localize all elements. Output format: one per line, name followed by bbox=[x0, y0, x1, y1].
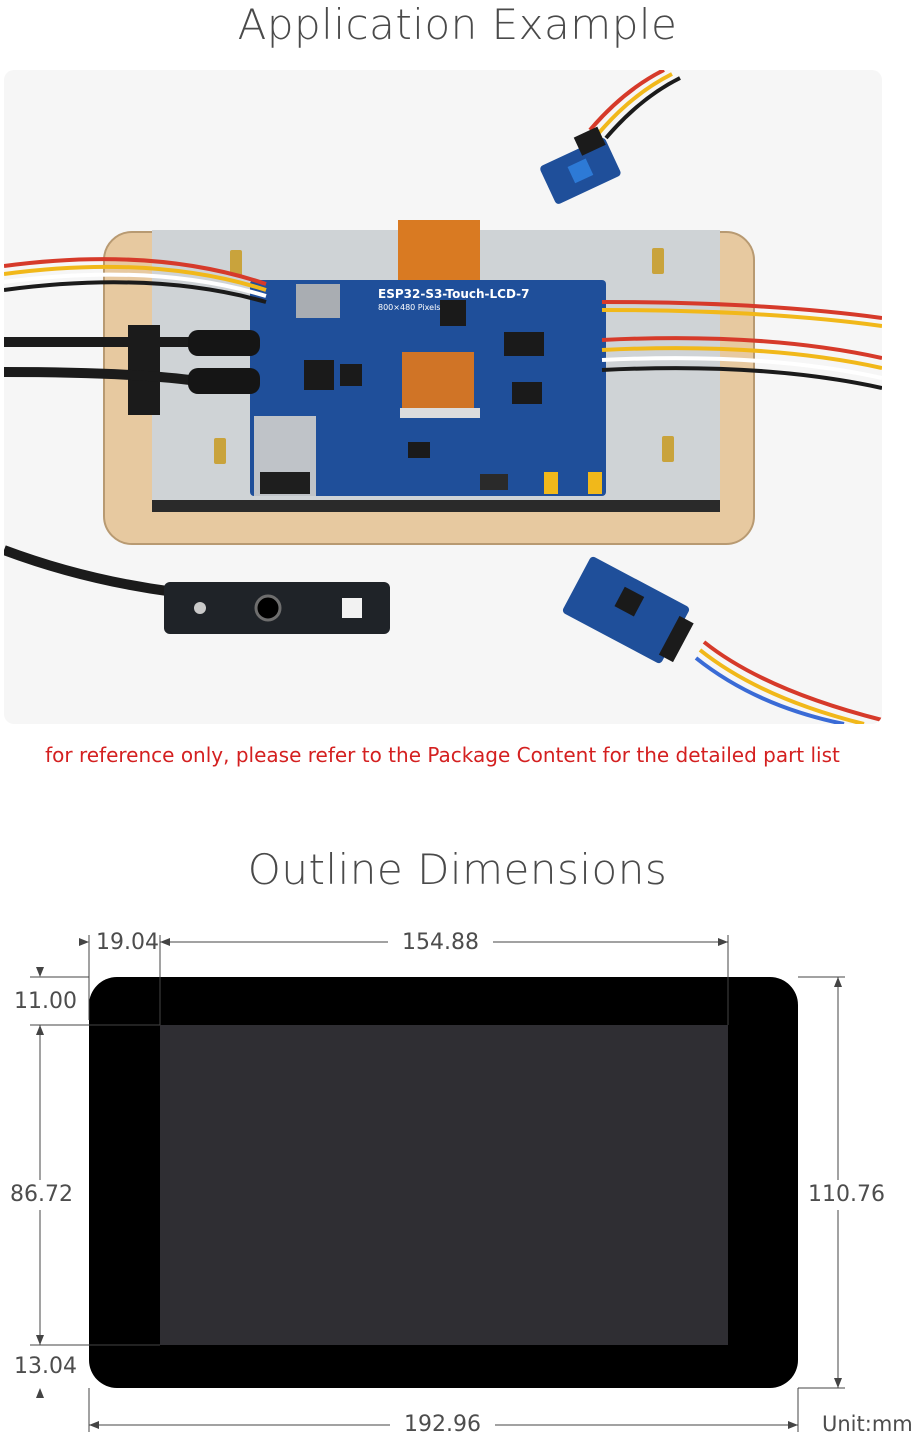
application-photo: ESP32-S3-Touch-LCD-7 800×480 Pixels bbox=[4, 70, 882, 724]
dim-total-width: 192.96 bbox=[390, 1414, 495, 1436]
board-label: ESP32-S3-Touch-LCD-7 bbox=[378, 287, 530, 301]
dim-total-height: 110.76 bbox=[808, 1180, 885, 1210]
dim-left-bezel: 19.04 bbox=[96, 930, 159, 955]
usb-c-cable bbox=[188, 330, 260, 356]
application-illustration: ESP32-S3-Touch-LCD-7 800×480 Pixels bbox=[4, 70, 882, 724]
standoff bbox=[652, 248, 664, 274]
application-title: Application Example bbox=[237, 0, 678, 49]
standoff bbox=[662, 436, 674, 462]
flex-cable-top bbox=[398, 220, 480, 280]
sd-slot bbox=[296, 284, 340, 318]
dim-screen-width: 154.88 bbox=[388, 932, 493, 954]
screen-area bbox=[160, 1025, 728, 1345]
outline-title: Outline Dimensions bbox=[247, 845, 668, 894]
imu-sensor-module bbox=[562, 556, 694, 664]
unit-label: Unit:mm bbox=[822, 1412, 913, 1436]
board-sublabel: 800×480 Pixels bbox=[378, 303, 440, 312]
usb-c-cable bbox=[188, 368, 260, 394]
dim-screen-height: 86.72 bbox=[10, 1180, 73, 1210]
standoff bbox=[214, 438, 226, 464]
reference-note: for reference only, please refer to the … bbox=[45, 743, 840, 767]
dim-top-bezel: 11.00 bbox=[14, 989, 77, 1014]
jumper bbox=[544, 472, 558, 494]
jumper bbox=[588, 472, 602, 494]
top-sensor-module bbox=[540, 126, 621, 204]
dim-bottom-bezel: 13.04 bbox=[14, 1354, 77, 1379]
standoff bbox=[230, 250, 242, 276]
